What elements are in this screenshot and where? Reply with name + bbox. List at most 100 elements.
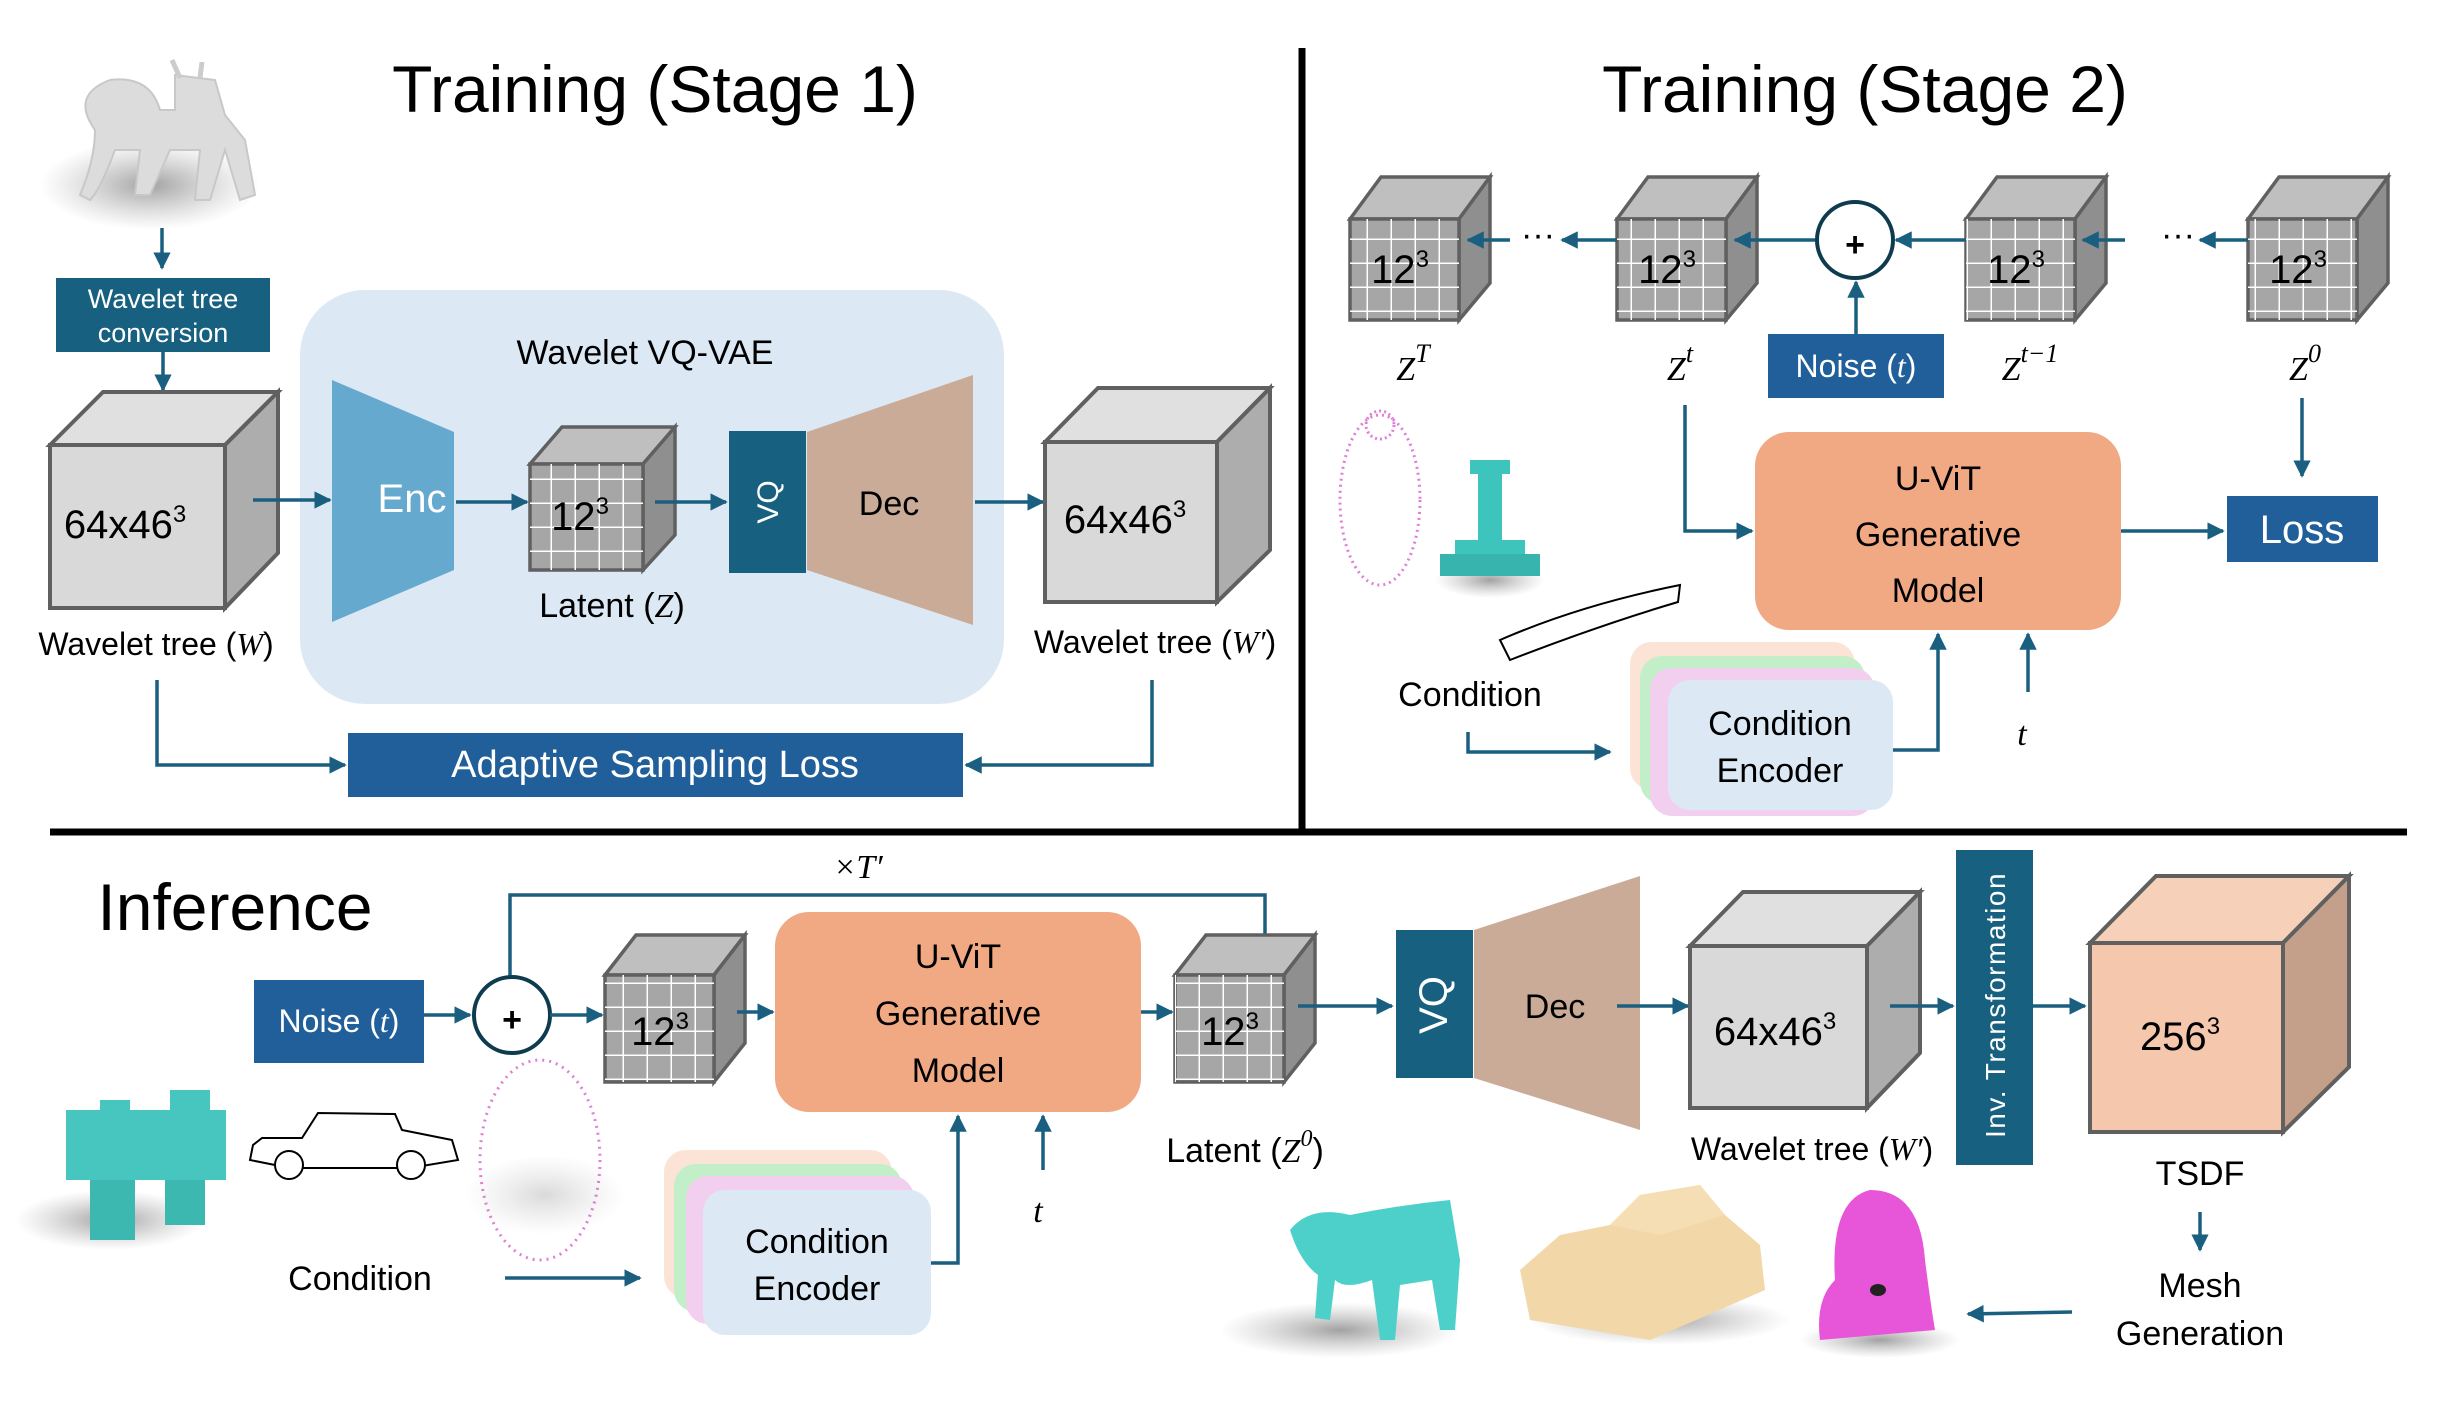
svg-text:64x463: 64x463 <box>64 501 186 547</box>
svg-text:123: 123 <box>2269 246 2327 292</box>
latent-cube-Z0: 123 <box>2244 171 2392 325</box>
mesh-generation-line2: Generation <box>2116 1315 2284 1353</box>
output-wavelet-cube: 64x463 <box>1040 383 1275 607</box>
decoder-label: Dec <box>859 485 919 523</box>
inference-input-cube: 123 <box>601 929 749 1088</box>
svg-text:123: 123 <box>1371 246 1429 292</box>
uvit-line1-stage2: U-ViT <box>1895 460 1981 498</box>
arrow-encoder-to-uvit-stage2 <box>1893 632 1947 752</box>
latent-z0-label: Latent (Z0) <box>1166 1126 1324 1170</box>
vq-block-inference <box>1396 930 1473 1078</box>
latent-cube-ZT: 123 <box>1346 171 1494 325</box>
tsdf-label: TSDF <box>2156 1155 2245 1193</box>
stage1-title: Training (Stage 1) <box>392 52 918 126</box>
arrow-Zt-to-uvit <box>1683 405 1754 540</box>
timestep-label-inference: t <box>1033 1193 1044 1230</box>
noise-label-inference: Noise (t) <box>279 1003 400 1039</box>
sketch-car-image <box>248 1111 460 1180</box>
vq-block <box>729 431 806 573</box>
plus-sign: + <box>1845 226 1865 264</box>
inv-transformation-box <box>1956 850 2033 1165</box>
latent-cube: 123 <box>526 422 679 575</box>
uvit-line2-stage2: Generative <box>1855 516 2021 554</box>
mesh-car-image <box>1520 1185 1790 1345</box>
mesh-generation-line1: Mesh <box>2158 1267 2241 1305</box>
loss-box-stage2 <box>2227 496 2378 562</box>
stage1-panel: Training (Stage 1) Wavelet tree conversi… <box>38 52 1276 797</box>
timestep-label-stage2: t <box>2017 716 2028 753</box>
add-noise-node <box>1815 200 1895 280</box>
voxel-elephant-image <box>15 1090 226 1250</box>
decoder-block <box>807 375 973 625</box>
wavelet-conversion-line2: conversion <box>98 318 229 348</box>
vqvae-title: Wavelet VQ-VAE <box>517 334 774 372</box>
uvit-line1-inference: U-ViT <box>915 938 1001 976</box>
condition-label-stage2: Condition <box>1398 676 1542 714</box>
condition-objects-stage2 <box>1338 409 1682 662</box>
arrow-input-to-loss <box>155 680 347 774</box>
input-cube-base: 64x46 <box>64 503 173 547</box>
latent-cube-Zt: 123 <box>1613 171 1761 325</box>
encoder-label: Enc <box>378 477 447 521</box>
noise-box-inference <box>254 980 424 1063</box>
arrow-condition-to-encoder-stage2 <box>1466 732 1612 761</box>
decoder-block-inference <box>1474 876 1640 1130</box>
inference-output-cube: 123 <box>1171 929 1319 1088</box>
input-cube-exp: 3 <box>173 501 186 528</box>
noise-box-stage2 <box>1768 334 1944 398</box>
latent-label: Latent (Z) <box>539 587 685 625</box>
mesh-horse-image <box>1220 1200 1460 1358</box>
condition-encoder-inference: Condition Encoder <box>664 1150 931 1335</box>
uvit-line2-inference: Generative <box>875 995 1041 1033</box>
plus-sign-inference: + <box>502 1001 522 1039</box>
label-ZT: ZT <box>1396 339 1431 388</box>
latent-cube-Zt-1: 123 <box>1962 171 2110 325</box>
tsdf-cube: 2563 <box>2085 871 2354 1137</box>
label-Zt-1: Zt−1 <box>2002 339 2059 388</box>
arrow-output-to-loss <box>964 680 1154 774</box>
condition-objects-inference <box>15 1058 625 1262</box>
svg-text:64x463: 64x463 <box>1064 496 1186 542</box>
uvit-line3-inference: Model <box>912 1052 1005 1090</box>
inference-wavelet-cube: 64x463 <box>1685 887 1925 1113</box>
noise-label-stage2: Noise (t) <box>1796 348 1917 384</box>
wavelet-label-inference: Wavelet tree (W′) <box>1691 1131 1933 1167</box>
mesh-head-image <box>1800 1190 1960 1358</box>
inference-panel: Inference ×T′ Noise (t) + 123 U-ViT Gene… <box>15 849 2354 1358</box>
uvit-model-stage2 <box>1755 432 2121 630</box>
svg-text:Encoder: Encoder <box>754 1270 881 1308</box>
point-cloud-human-image <box>1338 409 1422 587</box>
point-cloud-head-image <box>465 1058 625 1262</box>
adaptive-sampling-loss-box <box>348 733 963 797</box>
vq-label-inference: VQ <box>1412 976 1456 1034</box>
arrow-loop-back <box>501 893 1267 1002</box>
vq-label: VQ <box>752 480 785 523</box>
condition-encoder-stage2: Condition Encoder <box>1630 642 1893 816</box>
svg-text:123: 123 <box>1987 246 2045 292</box>
svg-text:2563: 2563 <box>2140 1013 2220 1059</box>
voxel-rook-image <box>1435 460 1545 598</box>
label-Z0: Z0 <box>2289 339 2321 388</box>
label-Zt: Zt <box>1667 339 1694 388</box>
loop-label: ×T′ <box>833 849 883 886</box>
uvit-line3-stage2: Model <box>1892 572 1985 610</box>
sketch-boat-image <box>1498 583 1682 662</box>
ellipsis-left: ··· <box>1521 216 1555 254</box>
wavelet-conversion-box <box>56 278 270 352</box>
crab-mesh-image <box>40 58 260 230</box>
arrow-mesh-to-objects <box>1966 1304 2073 1323</box>
loss-label-stage2: Loss <box>2260 508 2345 552</box>
svg-text:123: 123 <box>631 1008 689 1054</box>
stage2-title: Training (Stage 2) <box>1602 52 2128 126</box>
inv-transformation-label: Inv. Transformation <box>1980 872 2011 1138</box>
svg-text:123: 123 <box>1201 1008 1259 1054</box>
encoder-block <box>332 380 454 622</box>
svg-text:64x463: 64x463 <box>1714 1008 1836 1054</box>
input-cube-label: Wavelet tree (W) <box>38 626 273 662</box>
svg-text:123: 123 <box>1638 246 1696 292</box>
svg-text:123: 123 <box>551 493 609 539</box>
decoder-label-inference: Dec <box>1525 988 1585 1026</box>
svg-text:Encoder: Encoder <box>1717 752 1844 790</box>
condition-label-inference: Condition <box>288 1260 432 1298</box>
